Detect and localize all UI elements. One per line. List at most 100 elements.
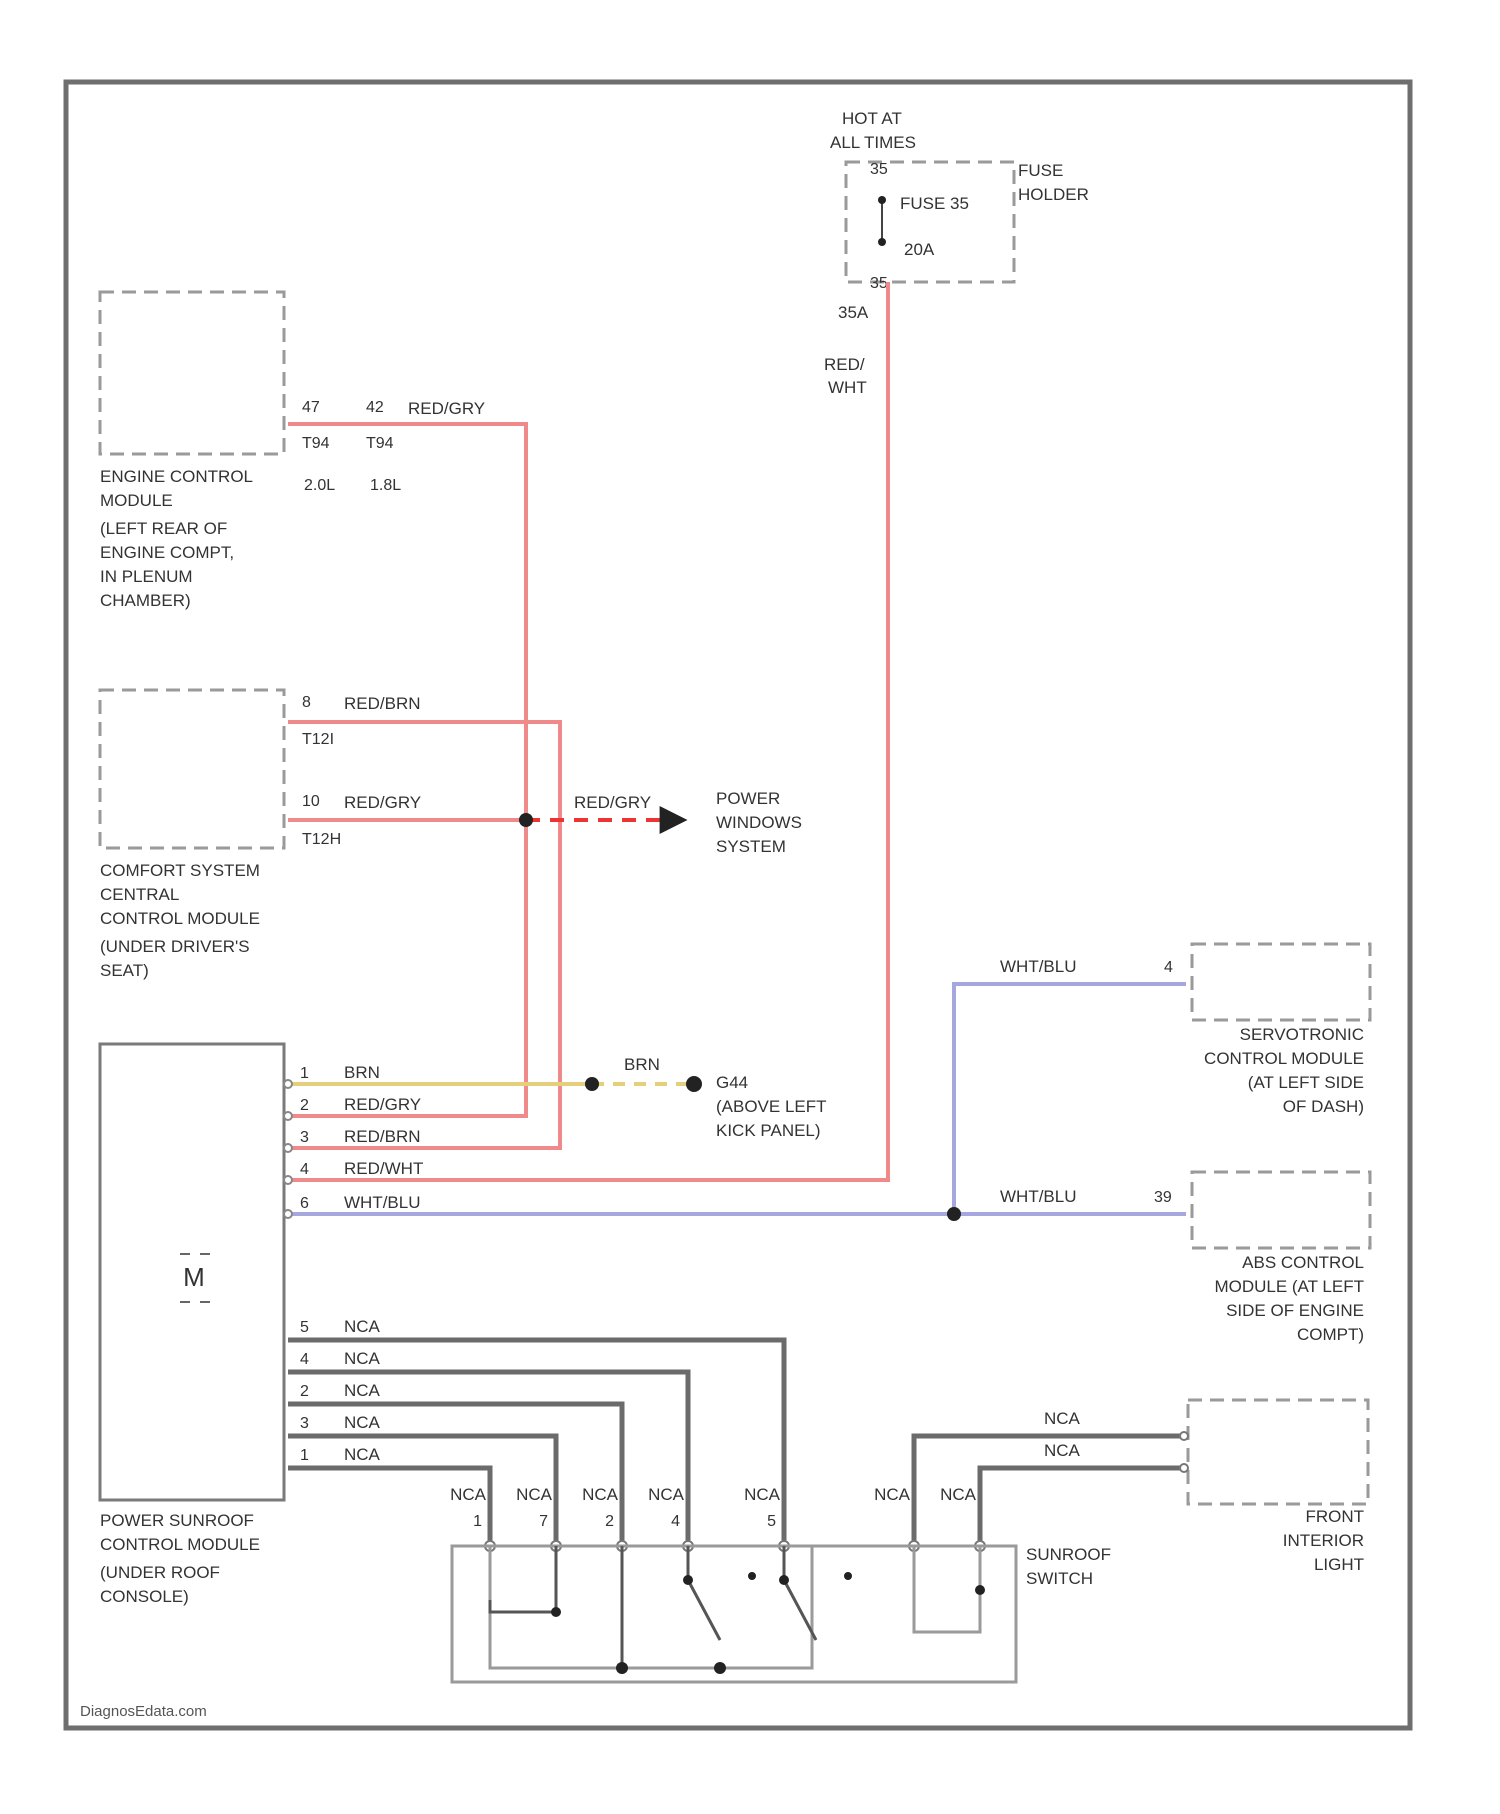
light-connector	[1180, 1432, 1188, 1440]
switch-terminal-wire: NCA	[648, 1485, 685, 1504]
ground-label3: KICK PANEL)	[716, 1121, 821, 1140]
fuse-pin-bottom: 35	[870, 275, 888, 292]
module-lower-wire: NCA	[344, 1349, 381, 1368]
ecm-loc3: IN PLENUM	[100, 567, 193, 586]
comfort-box	[100, 690, 284, 848]
motor-symbol: M	[183, 1262, 205, 1292]
module-pin-connector	[284, 1112, 292, 1120]
abs-pin: 39	[1154, 1189, 1172, 1206]
wire-red-wht-fuse	[288, 282, 888, 1180]
ecm-wire: RED/GRY	[408, 399, 485, 418]
fuse-holder-label1: FUSE	[1018, 161, 1063, 180]
comfort-loc2: SEAT)	[100, 961, 149, 980]
servotronic-label2: CONTROL MODULE	[1204, 1049, 1364, 1068]
ecm-title2: MODULE	[100, 491, 173, 510]
fuse-wire-color1: RED/	[824, 355, 865, 374]
switch-housing	[452, 1546, 1016, 1682]
switch-terminal-pin: 5	[767, 1513, 776, 1530]
ecm-loc4: CHAMBER)	[100, 591, 191, 610]
module-upper-wire: WHT/BLU	[344, 1193, 421, 1212]
switch-label1: SUNROOF	[1026, 1545, 1111, 1564]
fuse-holder: HOT AT ALL TIMES 35 FUSE 35 20A 35 FUSE …	[824, 109, 1089, 397]
ecm-loc2: ENGINE COMPT,	[100, 543, 234, 562]
switch-terminal-wire: NCA	[744, 1485, 781, 1504]
switch-terminal-wire: NCA	[874, 1485, 911, 1504]
abs-label2: MODULE (AT LEFT	[1214, 1277, 1364, 1296]
servotronic-pin: 4	[1164, 959, 1173, 976]
module-upper-wire: RED/BRN	[344, 1127, 421, 1146]
ground-label2: (ABOVE LEFT	[716, 1097, 827, 1116]
splice-blue	[947, 1207, 961, 1221]
switch-terminal-pin: 7	[539, 1513, 548, 1530]
module-upper-pin: 2	[300, 1097, 309, 1114]
abs-label1: ABS CONTROL	[1242, 1253, 1364, 1272]
switch-label2: SWITCH	[1026, 1569, 1093, 1588]
light-wire-bottom: NCA	[1044, 1441, 1081, 1460]
sunroof-module-title1: POWER SUNROOF	[100, 1511, 254, 1530]
windows-label2: WINDOWS	[716, 813, 802, 832]
comfort-system-module: 8 RED/BRN T12I 10 RED/GRY T12H COMFORT S…	[100, 690, 421, 980]
splice-red	[519, 813, 533, 827]
module-upper-wire: BRN	[344, 1063, 380, 1082]
module-pin-connector	[284, 1176, 292, 1184]
sunroof-module-loc1: (UNDER ROOF	[100, 1563, 220, 1582]
windows-wire: RED/GRY	[574, 793, 651, 812]
module-lower-wire: NCA	[344, 1413, 381, 1432]
fuse-holder-label2: HOLDER	[1018, 185, 1089, 204]
fuse-wire-color2: WHT	[828, 378, 867, 397]
ecm-title1: ENGINE CONTROL	[100, 467, 253, 486]
ecm-box	[100, 292, 284, 454]
light-wire-top: NCA	[1044, 1409, 1081, 1428]
light-label1: FRONT	[1305, 1507, 1364, 1526]
ecm-engine-b: 1.8L	[370, 477, 401, 494]
module-pin-connector	[284, 1080, 292, 1088]
comfort-loc1: (UNDER DRIVER'S	[100, 937, 250, 956]
switch-terminal-wire: NCA	[582, 1485, 619, 1504]
windows-label3: SYSTEM	[716, 837, 786, 856]
light-label3: LIGHT	[1314, 1555, 1364, 1574]
engine-control-module: 47 42 RED/GRY T94 T94 2.0L 1.8L ENGINE C…	[100, 292, 485, 610]
module-pin-connector	[284, 1144, 292, 1152]
module-upper-wire: RED/WHT	[344, 1159, 423, 1178]
fuse-rating: 20A	[904, 240, 935, 259]
comfort-conn-b: T12H	[302, 831, 341, 848]
abs-label4: COMPT)	[1297, 1325, 1364, 1344]
switch-terminal-wire: NCA	[940, 1485, 977, 1504]
comfort-pin-a: 8	[302, 694, 311, 711]
switch-terminal-wire: NCA	[516, 1485, 553, 1504]
abs-wire: WHT/BLU	[1000, 1187, 1077, 1206]
fuse-out-terminal: 35A	[838, 303, 869, 322]
comfort-title2: CENTRAL	[100, 885, 179, 904]
windows-label1: POWER	[716, 789, 780, 808]
servotronic-label1: SERVOTRONIC	[1240, 1025, 1364, 1044]
ecm-conn-a: T94	[302, 435, 330, 452]
wire-red-gry-ecm	[288, 424, 526, 1116]
switch-terminal-wire: NCA	[450, 1485, 487, 1504]
module-lower-wire: NCA	[344, 1445, 381, 1464]
module-lower-pin: 5	[300, 1319, 309, 1336]
switch-terminal-pin: 4	[671, 1513, 680, 1530]
module-upper-pin: 4	[300, 1161, 309, 1178]
comfort-wire-b: RED/GRY	[344, 793, 421, 812]
ground-wire-color: BRN	[624, 1055, 660, 1074]
module-upper-pin: 3	[300, 1129, 309, 1146]
light-connector	[1180, 1464, 1188, 1472]
module-lower-wire: NCA	[344, 1317, 381, 1336]
diagram-frame	[66, 82, 1410, 1728]
ecm-loc1: (LEFT REAR OF	[100, 519, 227, 538]
switch-terminal-pin: 1	[473, 1513, 482, 1530]
servotronic-label3: (AT LEFT SIDE	[1248, 1073, 1364, 1092]
fuse-name: FUSE 35	[900, 194, 969, 213]
comfort-wire-a: RED/BRN	[344, 694, 421, 713]
servotronic-label4: OF DASH)	[1283, 1097, 1364, 1116]
module-lower-pin: 3	[300, 1415, 309, 1432]
comfort-pin-b: 10	[302, 793, 320, 810]
module-upper-wire: RED/GRY	[344, 1095, 421, 1114]
fuse-pin-top: 35	[870, 161, 888, 178]
ecm-pin-a: 47	[302, 399, 320, 416]
sunroof-module-loc2: CONSOLE)	[100, 1587, 189, 1606]
module-lower-wire: NCA	[344, 1381, 381, 1400]
module-upper-pin: 1	[300, 1065, 309, 1082]
